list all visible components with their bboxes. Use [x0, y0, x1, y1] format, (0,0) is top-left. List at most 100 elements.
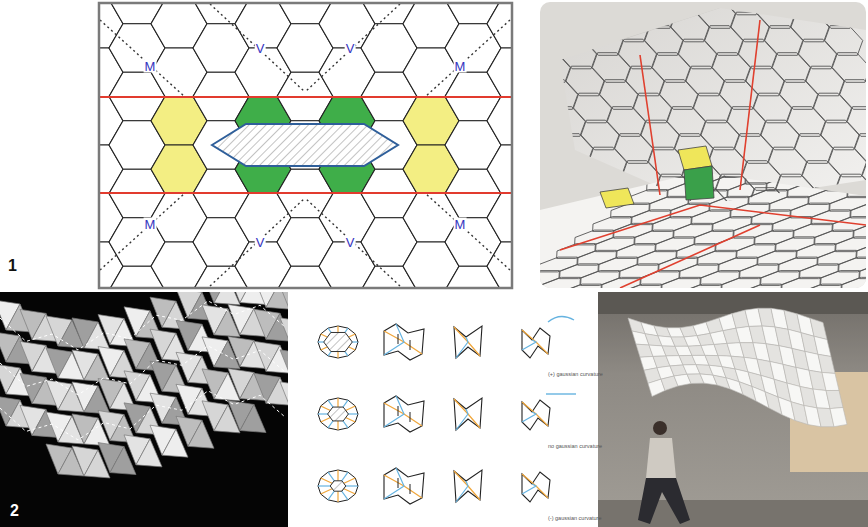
hex-cell — [540, 284, 541, 288]
hex-cell — [810, 188, 848, 218]
hex-cell — [830, 196, 866, 211]
crease-line — [305, 4, 400, 92]
hex-cell — [800, 264, 839, 279]
curvature-arc — [548, 316, 574, 322]
hex-cell — [577, 215, 615, 245]
hex-cell — [574, 93, 612, 123]
fold-line — [0, 391, 286, 440]
fold-line — [620, 225, 760, 288]
hex-cell — [638, 250, 677, 265]
hex-cell — [557, 244, 596, 259]
hex-cell — [592, 53, 630, 83]
hex-cell — [664, 2, 702, 15]
hex-cell — [540, 80, 578, 110]
hex-cell — [719, 257, 758, 272]
mountain-mark: M — [144, 218, 157, 231]
hex-cell — [770, 196, 809, 211]
hex-cell — [821, 120, 859, 150]
hex-cell — [637, 2, 675, 28]
hex-cell — [487, 242, 511, 287]
hex-cell — [555, 134, 593, 164]
hex-cell — [652, 53, 690, 83]
hex-cell — [779, 257, 818, 272]
hex-cell — [540, 257, 577, 272]
hex-cell — [758, 250, 797, 265]
hex-cell — [784, 2, 822, 15]
hex-cell — [487, 48, 511, 96]
hex-cell — [589, 147, 627, 177]
mountain-mark: M — [454, 218, 467, 231]
figure-number: 1 — [8, 258, 17, 274]
hex-cell — [645, 26, 683, 56]
hex-cell — [659, 257, 698, 272]
hex-cell — [647, 176, 686, 191]
hex-cell — [677, 244, 716, 259]
hex-cell — [635, 230, 674, 245]
floor — [598, 500, 868, 527]
hex-cell — [634, 93, 672, 123]
hex-cell — [791, 203, 830, 218]
curvature-note: (-) gaussian curvature — [548, 516, 602, 522]
photo-ground — [540, 2, 866, 288]
folding-module — [522, 400, 550, 430]
hex-cell — [540, 26, 563, 56]
hex-cell — [560, 264, 599, 279]
hex-cell — [599, 257, 638, 272]
hex-cell — [737, 244, 776, 259]
hex-cell — [780, 80, 818, 110]
hex-cell — [791, 12, 829, 42]
fold-line — [640, 55, 660, 195]
folding-module — [522, 472, 550, 502]
folded-facet — [188, 420, 214, 448]
hex-cell — [547, 107, 585, 137]
hex-cell — [544, 201, 582, 231]
hex-cell — [581, 120, 619, 150]
ceiling-module — [818, 354, 835, 373]
crease-line — [305, 198, 400, 286]
hex-cell — [629, 190, 668, 205]
hex-cell — [559, 39, 597, 69]
ceiling-module — [810, 318, 827, 339]
hex-cell — [746, 169, 785, 184]
hex-cell — [604, 2, 642, 15]
curvature-note: (+) gaussian curvature — [548, 372, 603, 378]
hex-cell — [802, 161, 840, 191]
ceiling-module — [822, 372, 839, 390]
hex-cell — [622, 161, 660, 191]
hex-cell — [544, 2, 582, 15]
hex-cell — [855, 134, 866, 164]
hex-cell — [866, 169, 867, 184]
hex-cell — [803, 284, 842, 288]
hex-cell — [611, 12, 649, 42]
hex-cell — [540, 66, 544, 96]
hex-cell — [818, 250, 857, 265]
person — [638, 421, 690, 524]
hex-cell — [743, 284, 782, 288]
hex-cell — [551, 12, 589, 42]
hex-cell — [716, 237, 755, 252]
valley-mark: V — [255, 236, 266, 249]
hex-cell — [722, 277, 761, 288]
hex-cell — [686, 66, 724, 96]
hex-cell — [698, 250, 737, 265]
hex-cell — [724, 2, 762, 15]
hex-cell — [563, 284, 602, 288]
curvature-note: no gaussian curvature — [548, 444, 602, 450]
folding-module — [384, 468, 424, 504]
photo-ground — [0, 292, 288, 527]
hex-cell — [667, 107, 705, 137]
pattern-ground — [99, 3, 512, 288]
hex-cell — [827, 176, 866, 191]
folding-module — [454, 470, 482, 502]
hex-cell — [742, 161, 780, 191]
hex-cell — [581, 271, 620, 286]
hex-cell — [814, 93, 852, 123]
hex-cell — [832, 53, 866, 83]
hex-cell — [697, 215, 735, 245]
flat-module — [318, 398, 358, 430]
folded-facet — [280, 292, 288, 316]
folded-facet — [280, 318, 288, 348]
hex-cell — [829, 147, 867, 177]
hex-cell — [848, 183, 866, 198]
